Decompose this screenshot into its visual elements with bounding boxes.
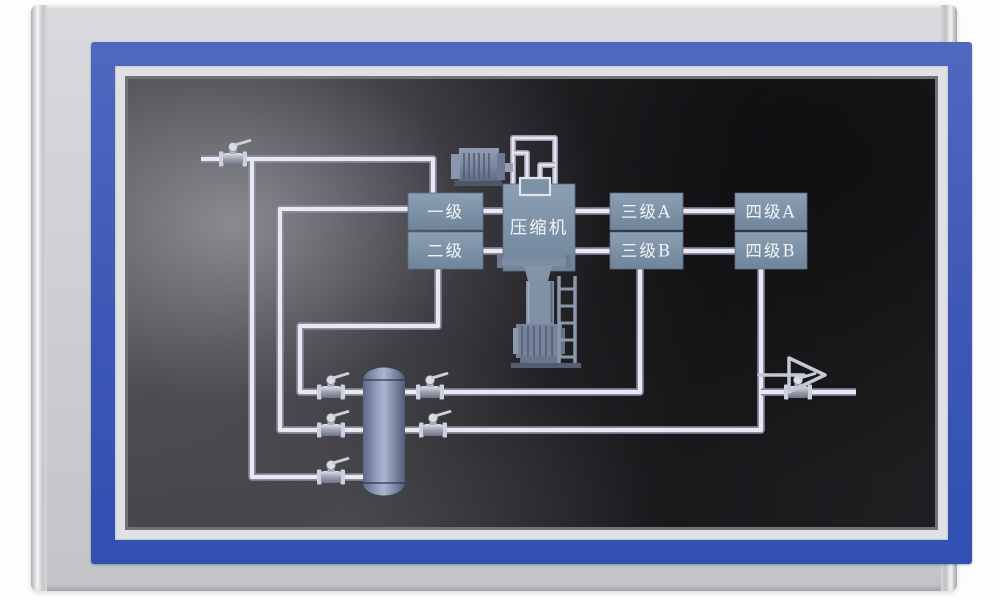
stage-4a-label: 四级A [746,203,797,222]
scada-process-diagram: 一级 二级 压缩机 三级A [201,135,856,496]
aluminium-bezel: 一级 二级 压缩机 三级A [31,5,972,591]
separator-tank-icon [363,367,405,496]
tank-right-mid-valve[interactable] [417,410,452,439]
stage-2-label: 二级 [427,242,464,261]
process-box-stage-3a[interactable]: 三级A [609,192,684,231]
tank-left-top-valve[interactable] [315,372,350,401]
tank-right-top-valve[interactable] [414,372,449,401]
stage-3a-label: 三级A [621,203,672,222]
bezel-left-edge-highlight [31,5,47,591]
drive-motor-icon [451,148,513,186]
process-box-stage-1[interactable]: 一级 [407,192,484,231]
blue-display-frame: 一级 二级 压缩机 三级A [91,42,972,564]
process-box-compressor[interactable]: 压缩机 [502,176,576,272]
stage-3b-label: 三级B [621,242,672,261]
compressor-pump-icon [497,255,581,368]
compressor-label: 压缩机 [510,219,569,239]
process-box-stage-2[interactable]: 二级 [407,231,484,270]
flow-direction-arrow [757,356,827,394]
process-box-stage-4a[interactable]: 四级A [734,192,808,231]
access-ladder-icon [557,276,577,363]
process-box-stage-3b[interactable]: 三级B [609,231,684,270]
stage-1-label: 一级 [427,203,464,222]
tank-left-bottom-valve[interactable] [315,457,350,486]
hmi-touchscreen[interactable]: 一级 二级 压缩机 三级A [125,76,938,530]
stage-4b-label: 四级B [745,242,796,261]
tank-left-mid-valve[interactable] [315,410,350,439]
process-box-stage-4b[interactable]: 四级B [734,231,808,270]
screen-inner-strip: 一级 二级 压缩机 三级A [115,66,948,540]
inlet-valve[interactable] [217,139,252,168]
